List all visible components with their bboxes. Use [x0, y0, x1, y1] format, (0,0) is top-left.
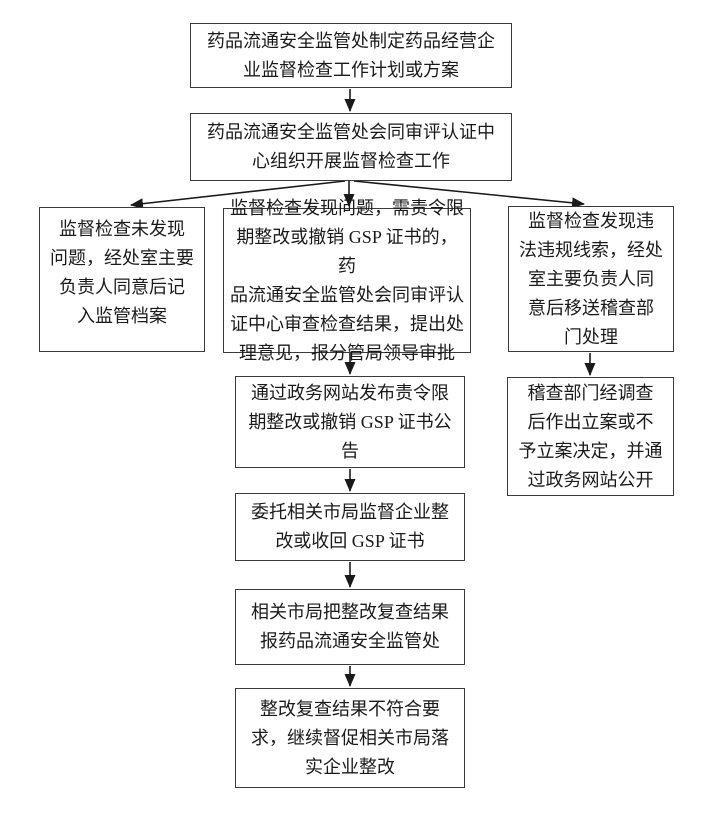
flow-node-violation-clue: 监督检查发现违 法违规线索，经处 室主要负责人同 意后移送稽查部 门处理	[508, 206, 674, 352]
flow-node-no-problem: 监督检查未发现 问题，经处室主要 负责人同意后记 入监管档案	[39, 207, 205, 352]
flow-node-report-recheck: 相关市局把整改复查结果 报药品流通安全监管处	[235, 589, 465, 665]
flow-node-inspection-decision-text: 稽查部门经调查 后作出立案或不 予立案决定，并通 过政务网站公开	[518, 382, 663, 490]
flow-node-violation-clue-text: 监督检查发现违 法违规线索，经处 室主要负责人同 意后移送稽查部 门处理	[519, 210, 663, 347]
flow-node-report-recheck-text: 相关市局把整改复查结果 报药品流通安全监管处	[251, 602, 449, 651]
flow-node-continue-urge-text: 整改复查结果不符合要 求，继续督促相关市局落 实企业整改	[251, 698, 449, 777]
flow-node-plan-text: 药品流通安全监管处制定药品经营企 业监督检查工作计划或方案	[207, 30, 495, 80]
flow-node-inspection-decision: 稽查部门经调查 后作出立案或不 予立案决定，并通 过政务网站公开	[507, 377, 674, 496]
flow-node-organize-inspection-text: 药品流通安全监管处会同审评认证中 心组织开展监督检查工作	[207, 122, 495, 171]
flow-node-problem-found-text: 监督检查发现问题，需责令限 期整改或撤销 GSP 证书的，药 品流通安全监管处会…	[230, 197, 464, 363]
flow-node-plan: 药品流通安全监管处制定药品经营企 业监督检查工作计划或方案	[190, 23, 512, 88]
flow-node-continue-urge: 整改复查结果不符合要 求，继续督促相关市局落 实企业整改	[235, 688, 465, 788]
flow-node-organize-inspection: 药品流通安全监管处会同审评认证中 心组织开展监督检查工作	[190, 113, 512, 181]
flow-node-entrust-city-bureau: 委托相关市局监督企业整 改或收回 GSP 证书	[235, 493, 465, 561]
flow-node-no-problem-text: 监督检查未发现 问题，经处室主要 负责人同意后记 入监管档案	[50, 219, 194, 326]
flow-node-problem-found: 监督检查发现问题，需责令限 期整改或撤销 GSP 证书的，药 品流通安全监管处会…	[223, 198, 471, 363]
flow-node-publish-announcement-text: 通过政务网站发布责令限 期整改或撤销 GSP 证书公 告	[248, 382, 452, 461]
flow-node-publish-announcement: 通过政务网站发布责令限 期整改或撤销 GSP 证书公 告	[235, 376, 465, 468]
flow-node-entrust-city-bureau-text: 委托相关市局监督企业整 改或收回 GSP 证书	[251, 502, 449, 551]
